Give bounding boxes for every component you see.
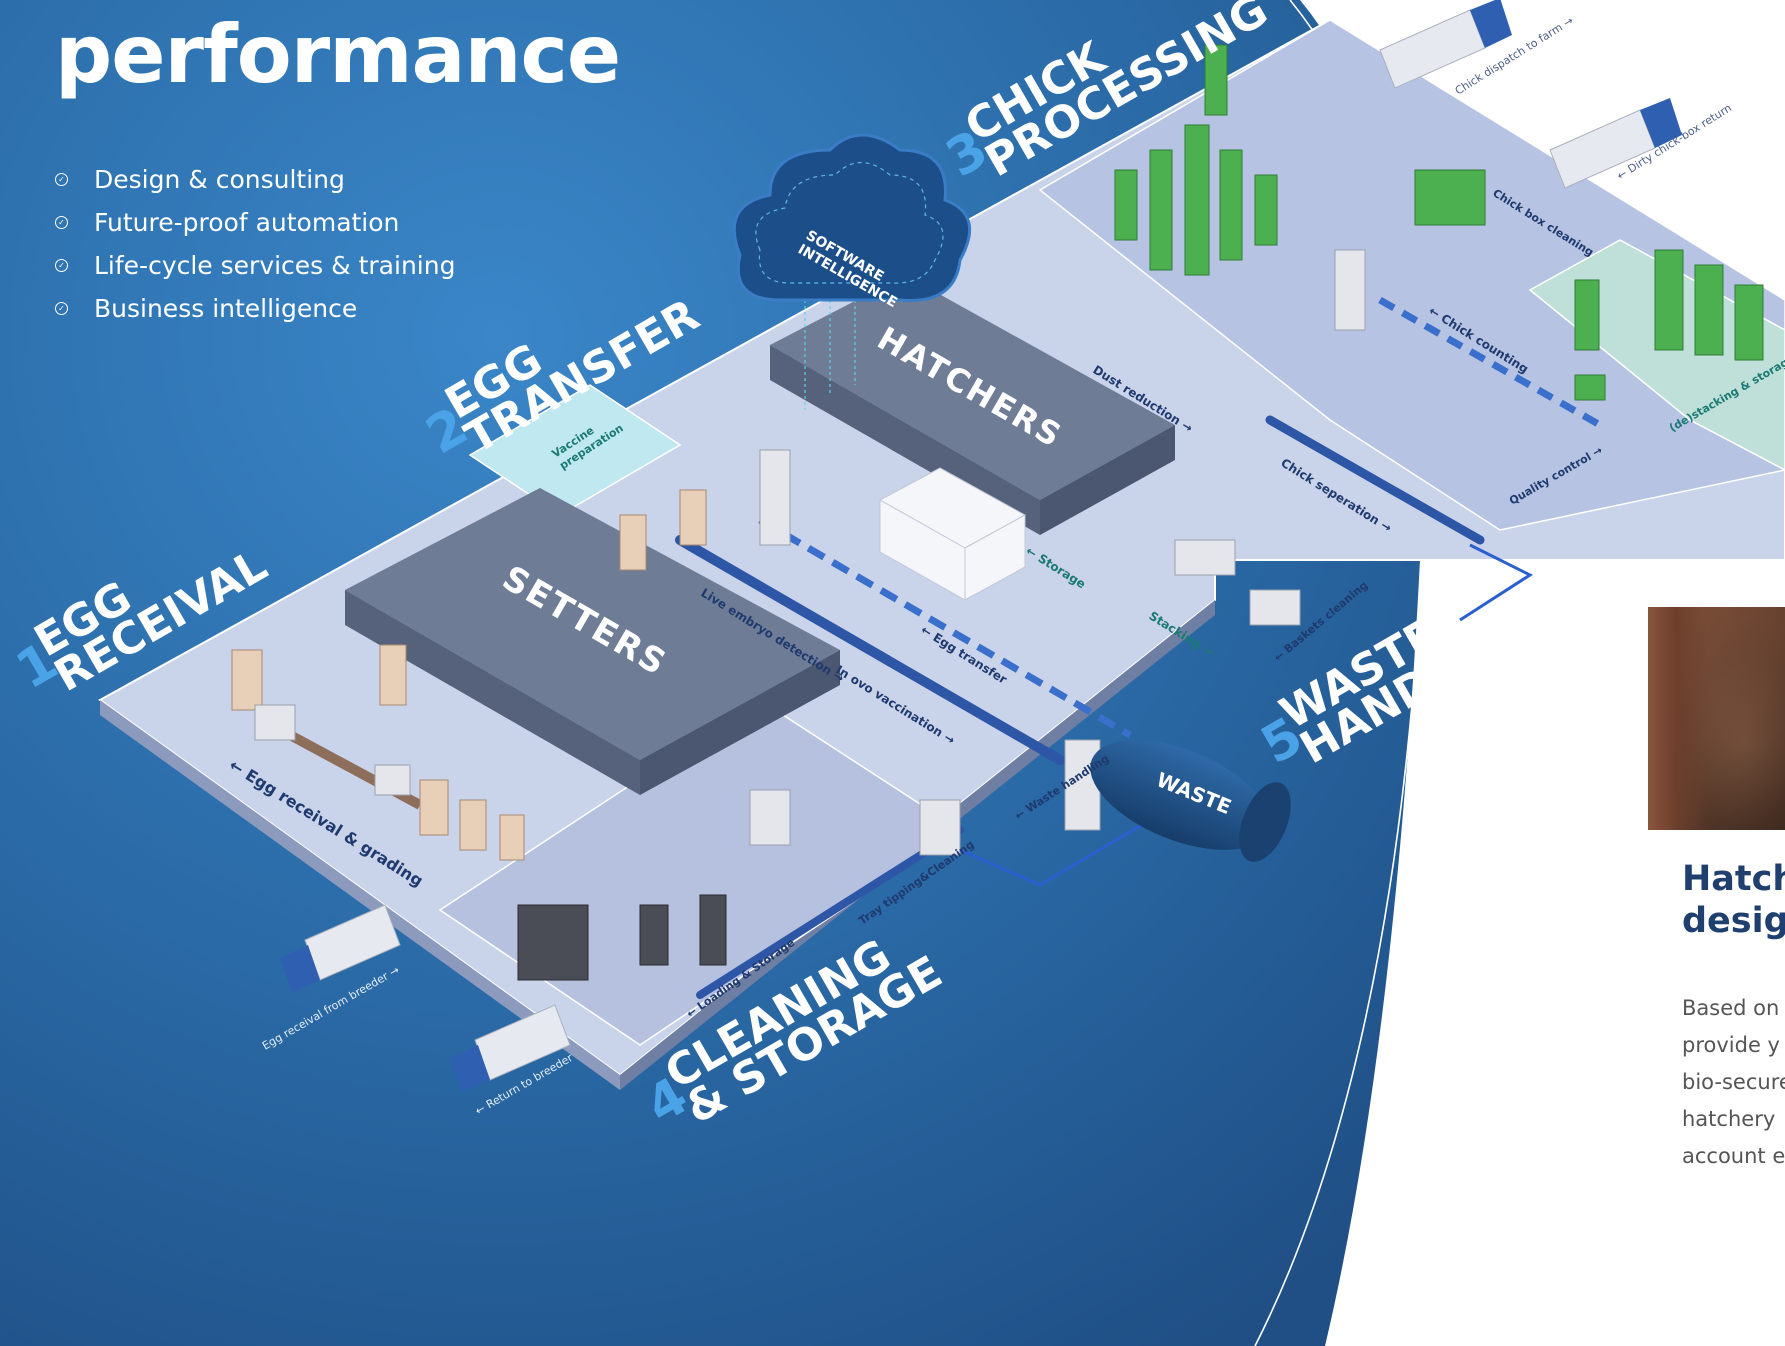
- feature-item: ✓ Design & consulting: [55, 158, 455, 201]
- check-circle-icon: ✓: [55, 216, 68, 229]
- chick-waste-pipe: [1459, 543, 1534, 622]
- software-intelligence-cloud: [732, 133, 972, 302]
- side-body-line: hatchery: [1682, 1107, 1776, 1131]
- truck-chick-dispatch: [1379, 0, 1512, 89]
- check-circle-icon: ✓: [55, 302, 68, 315]
- conveyor-cleaning-line: [696, 826, 964, 999]
- check-circle-icon: ✓: [55, 259, 68, 272]
- conveyor-chick-line: [1265, 415, 1485, 545]
- side-body-line: bio-secure: [1682, 1070, 1785, 1094]
- check-circle-icon: ✓: [55, 173, 68, 186]
- setters-wall-side: [640, 650, 840, 795]
- chick-processing-area: [1038, 19, 1785, 531]
- photo-shading: [1648, 607, 1708, 830]
- conveyor-transfer-line: [758, 516, 1132, 739]
- setters-roof: [345, 488, 840, 760]
- side-panel-body: Based on provide y bio-secure hatchery a…: [1682, 990, 1785, 1175]
- green-chick-crates: [1114, 44, 1764, 401]
- cloud-data-links: [804, 300, 856, 410]
- side-body-line: provide y: [1682, 1033, 1780, 1057]
- conveyor-counting-line: [1378, 296, 1602, 429]
- machines: [254, 249, 1366, 856]
- conveyor-egg-line: [675, 535, 1065, 765]
- side-title-line-1: Hatch: [1682, 859, 1785, 899]
- waste-tank: [1090, 740, 1291, 862]
- truck-return-breeder: [450, 1004, 571, 1092]
- egg-racks: [231, 489, 707, 861]
- hatchers-roof: [770, 275, 1175, 500]
- setters-wall: [345, 590, 640, 795]
- storage-stack: [878, 467, 1027, 601]
- consultant-photo: [1648, 607, 1785, 830]
- side-body-line: account e: [1682, 1144, 1785, 1168]
- dark-tray-stacks: [517, 894, 727, 981]
- floor-front-edge: [100, 700, 620, 1090]
- feature-item: ✓ Future-proof automation: [55, 201, 455, 244]
- feature-label: Future-proof automation: [94, 208, 400, 237]
- feature-label: Life-cycle services & training: [94, 251, 456, 280]
- headline-line-2: performance: [55, 8, 621, 101]
- side-title-line-2: design: [1682, 901, 1785, 941]
- feature-label: Business intelligence: [94, 294, 358, 323]
- side-body-line: Based on: [1682, 996, 1780, 1020]
- hatchers-wall-side: [1040, 425, 1175, 535]
- truck-egg-receival: [280, 904, 401, 992]
- feature-list: ✓ Design & consulting ✓ Future-proof autom…: [55, 158, 455, 330]
- feature-item: ✓ Business intelligence: [55, 287, 455, 330]
- headline: g performance: [55, 0, 621, 110]
- feature-label: Design & consulting: [94, 165, 345, 194]
- feature-item: ✓ Life-cycle services & training: [55, 244, 455, 287]
- side-panel-title: Hatch design: [1682, 858, 1785, 942]
- truck-dirty-chick-box: [1549, 98, 1682, 189]
- waste-pipe: [959, 818, 1151, 887]
